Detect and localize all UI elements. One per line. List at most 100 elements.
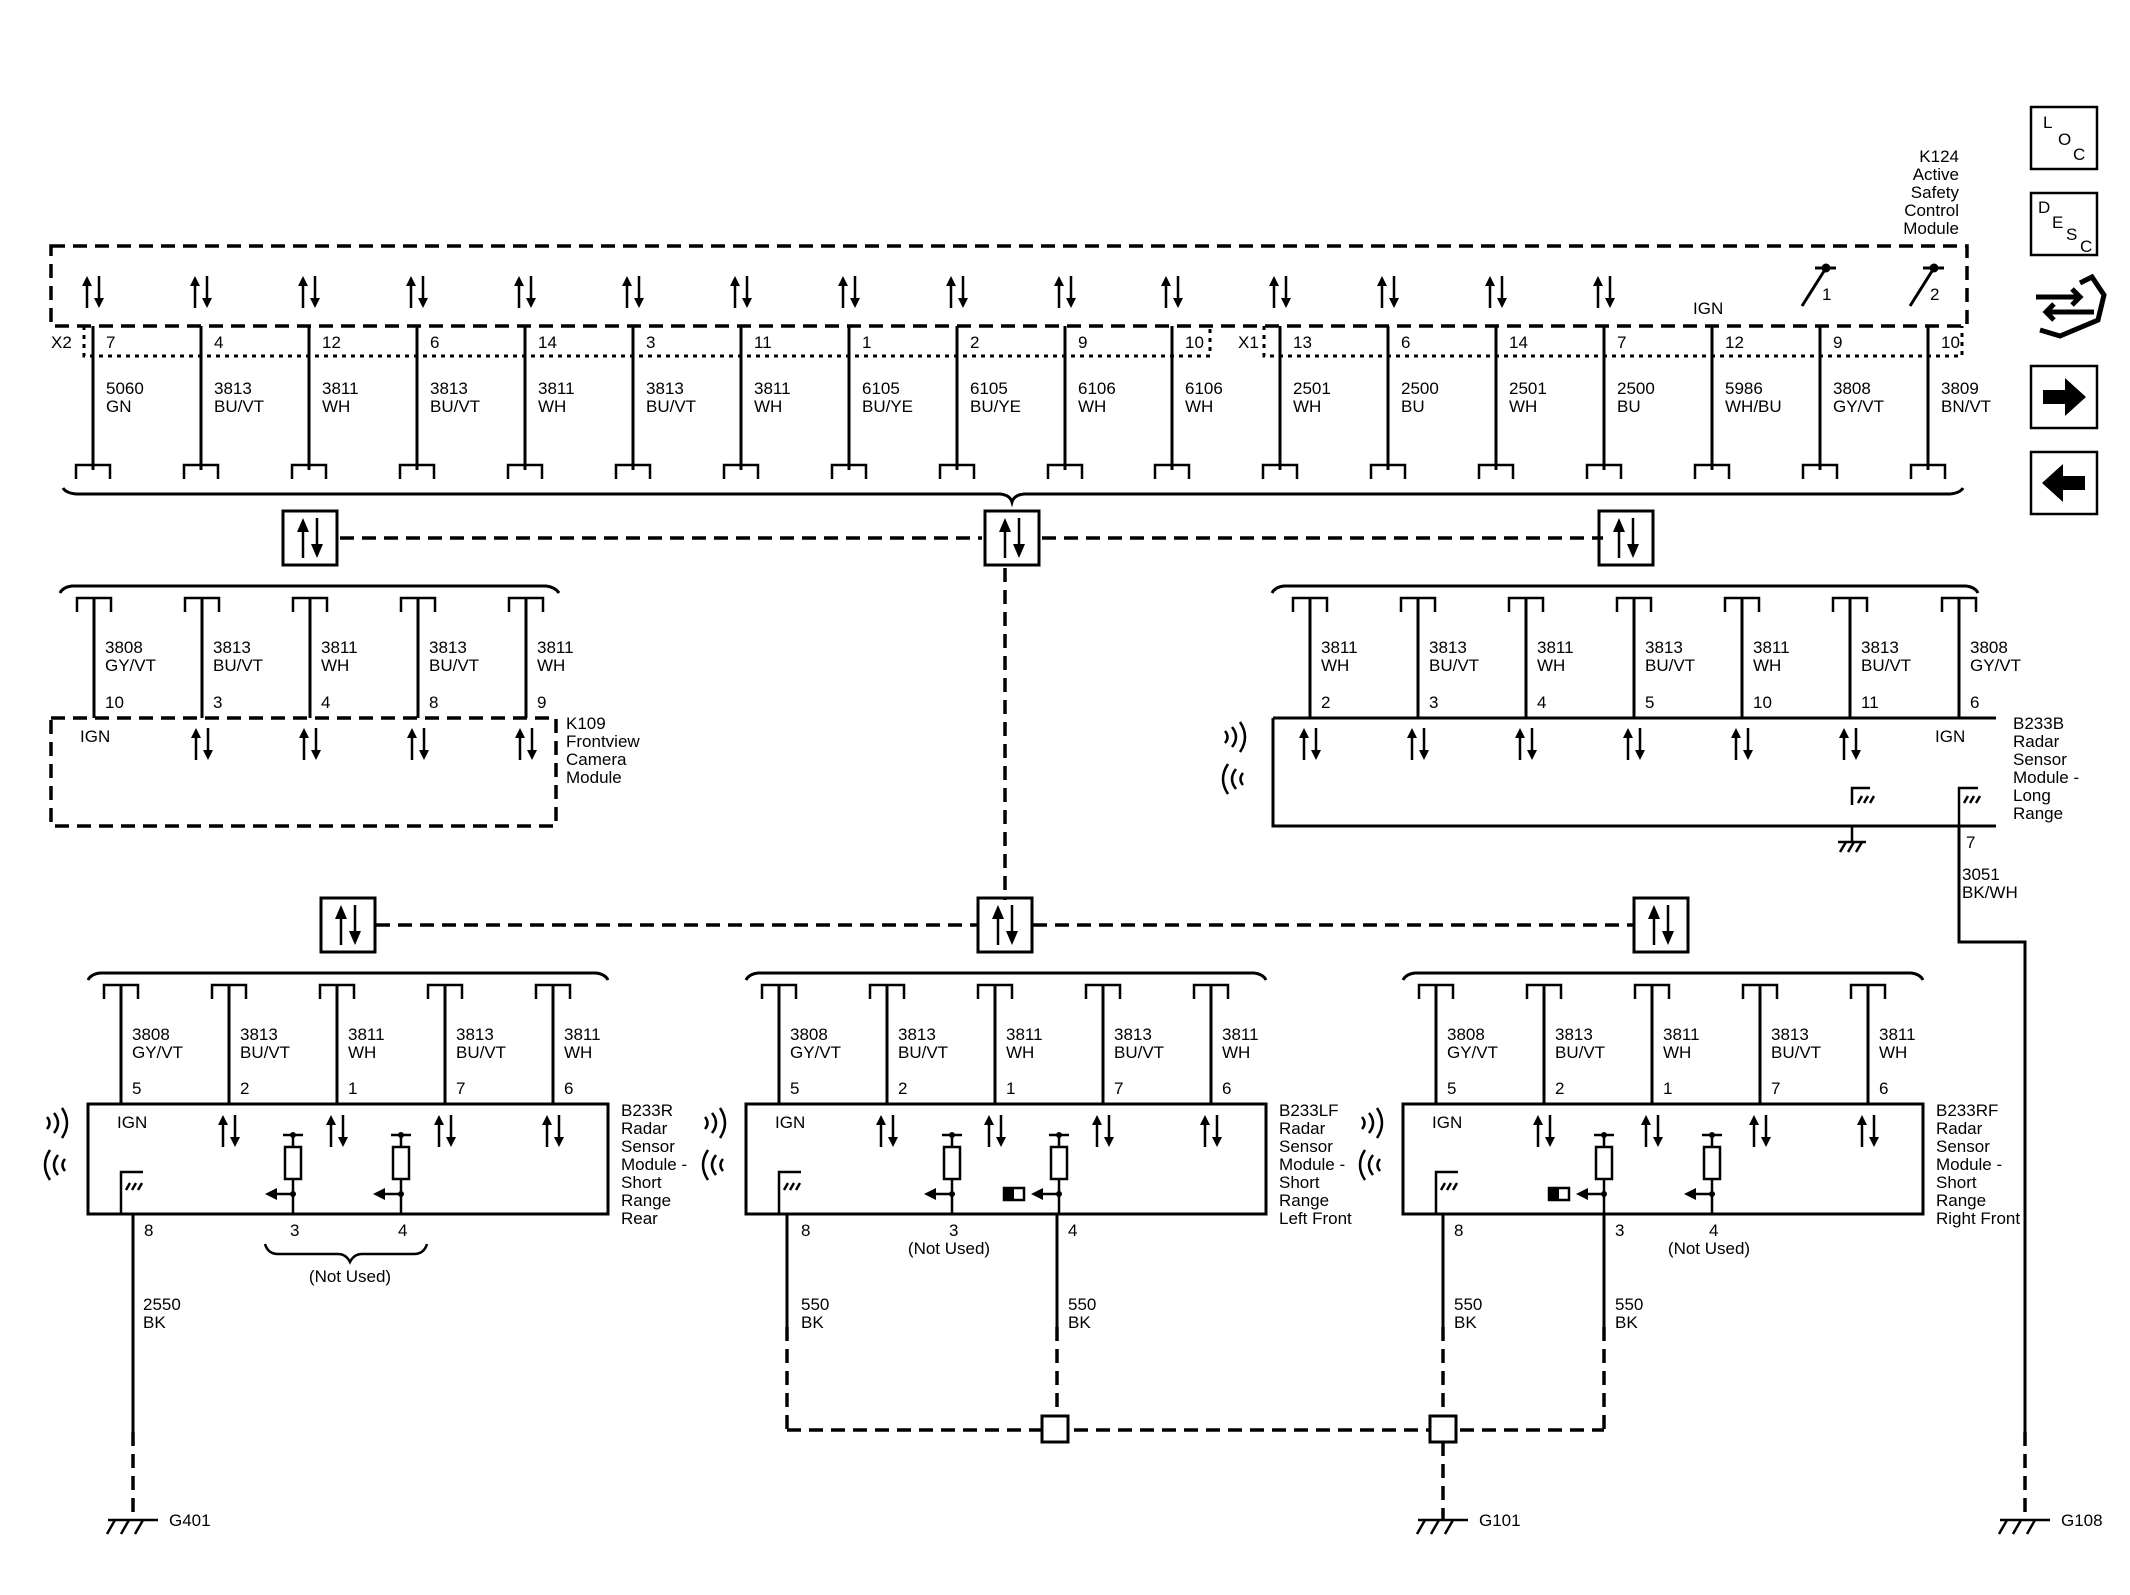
b233lf-label-line: Module - — [1279, 1155, 1345, 1174]
connector-end-view-button[interactable] — [2036, 273, 2107, 339]
bidirectional-data-icon — [1200, 1115, 1222, 1147]
b233rf-label-line: Right Front — [1936, 1209, 2020, 1228]
bidirectional-data-icon — [218, 1115, 240, 1147]
k124-label-line: K124 — [1919, 147, 1959, 166]
circuit-number: 3808 — [1970, 638, 2008, 657]
b233b-label-line: Sensor — [2013, 750, 2067, 769]
wire-color: BU/VT — [429, 656, 479, 675]
ground-icon — [1415, 1518, 1468, 1535]
b233r-ign-label: IGN — [117, 1113, 147, 1132]
circuit-number: 3808 — [790, 1025, 828, 1044]
connector-terminal — [398, 463, 436, 479]
connector-terminal — [1046, 463, 1084, 479]
data-bus-splice-icon — [1597, 509, 1655, 567]
pin-number: 2 — [1321, 693, 1330, 712]
circuit-number: 6106 — [1185, 379, 1223, 398]
wire-color: WH — [1185, 397, 1213, 416]
b233lf-label-line: Left Front — [1279, 1209, 1352, 1228]
desc-button[interactable]: D E S C — [2029, 191, 2099, 257]
b233r-body — [86, 1102, 610, 1216]
bidirectional-data-icon — [514, 276, 536, 308]
b233r-label-line: Range — [621, 1191, 671, 1210]
pin-number: 10 — [105, 693, 124, 712]
k124-label-line: Safety — [1911, 183, 1960, 202]
k124-label-line: Active — [1913, 165, 1959, 184]
pin-number: 6 — [564, 1079, 573, 1098]
data-bus-splice-icon — [983, 509, 1041, 567]
pin-number: 7 — [106, 333, 115, 352]
k124-module: K124 Active Safety Control Module X2 X1 … — [49, 147, 1991, 479]
pin-number: 12 — [322, 333, 341, 352]
pin-number: 11 — [754, 333, 772, 352]
next-page-button[interactable] — [2029, 364, 2099, 430]
ground-wire-3051 — [1957, 826, 2027, 1432]
bidirectional-data-icon — [191, 728, 213, 760]
k109-label-line: K109 — [566, 714, 606, 733]
wire-color: WH — [1753, 656, 1781, 675]
ground-label: G401 — [169, 1511, 211, 1530]
b233lf-label-line: Sensor — [1279, 1137, 1333, 1156]
pin-number: 5 — [790, 1079, 799, 1098]
pin-number: 4 — [398, 1221, 407, 1240]
pin-number: 1 — [1663, 1079, 1672, 1098]
pin-number: 11 — [1861, 693, 1879, 712]
circuit-number: 3808 — [1833, 379, 1871, 398]
wire-color: WH — [1879, 1043, 1907, 1062]
wire-color: BK — [1615, 1313, 1638, 1332]
circuit-number: 3813 — [429, 638, 467, 657]
circuit-number: 550 — [1068, 1295, 1096, 1314]
connector-end-view-icon — [2036, 273, 2107, 339]
circuit-number: 6105 — [970, 379, 1008, 398]
circuit-number: 3808 — [132, 1025, 170, 1044]
pin-number: 7 — [1114, 1079, 1123, 1098]
wire-color: BU/VT — [240, 1043, 290, 1062]
svg-text:E: E — [2052, 213, 2063, 232]
bidirectional-data-icon — [1749, 1115, 1771, 1147]
connector-terminal — [290, 463, 328, 479]
pin-number: 14 — [538, 333, 557, 352]
prev-page-button[interactable] — [2029, 450, 2099, 516]
resistor-icon — [1002, 1132, 1069, 1214]
k109-ign-label: IGN — [80, 727, 110, 746]
harness-brace — [61, 487, 1965, 508]
x1-connector-label: X1 — [1238, 333, 1259, 352]
bidirectional-data-icon — [406, 276, 428, 308]
circuit-number: 3811 — [348, 1025, 385, 1044]
wire-color: BU/VT — [1861, 656, 1911, 675]
radar-wave-icon — [701, 1107, 727, 1181]
wire-color: GY/VT — [790, 1043, 841, 1062]
b233rf-label-line: Short — [1936, 1173, 1977, 1192]
connector-terminal — [1801, 463, 1839, 479]
bidirectional-data-icon — [434, 1115, 456, 1147]
circuit-number: 3808 — [105, 638, 143, 657]
pin-number: 2 — [240, 1079, 249, 1098]
circuit-number: 3811 — [538, 379, 575, 398]
svg-text:C: C — [2073, 145, 2085, 164]
switch-icon — [1800, 263, 1836, 307]
connector-terminal — [1909, 463, 1947, 479]
loc-button[interactable]: L O C — [2029, 105, 2099, 171]
pin-number: 3 — [1429, 693, 1438, 712]
bidirectional-data-icon — [1269, 276, 1291, 308]
bidirectional-data-icon — [876, 1115, 898, 1147]
harness-brace — [58, 584, 561, 594]
bidirectional-data-icon — [1641, 1115, 1663, 1147]
b233b-label-line: Module - — [2013, 768, 2079, 787]
